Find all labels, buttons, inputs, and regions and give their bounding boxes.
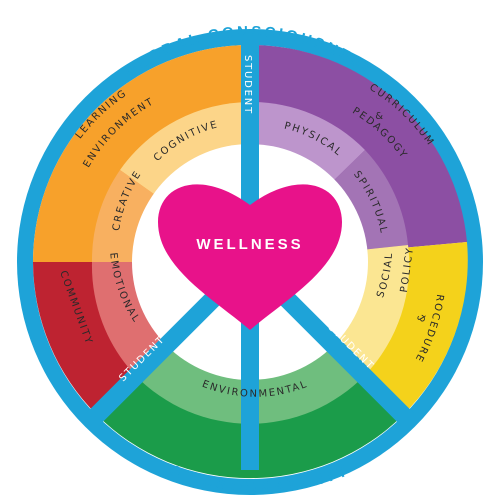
heart-shape <box>158 184 342 330</box>
wellness-label: WELLNESS <box>196 236 303 253</box>
policy-label-2: & <box>416 311 429 323</box>
student-top-label: STUDENT <box>242 55 253 115</box>
curriculum-label-2: & <box>375 111 385 122</box>
